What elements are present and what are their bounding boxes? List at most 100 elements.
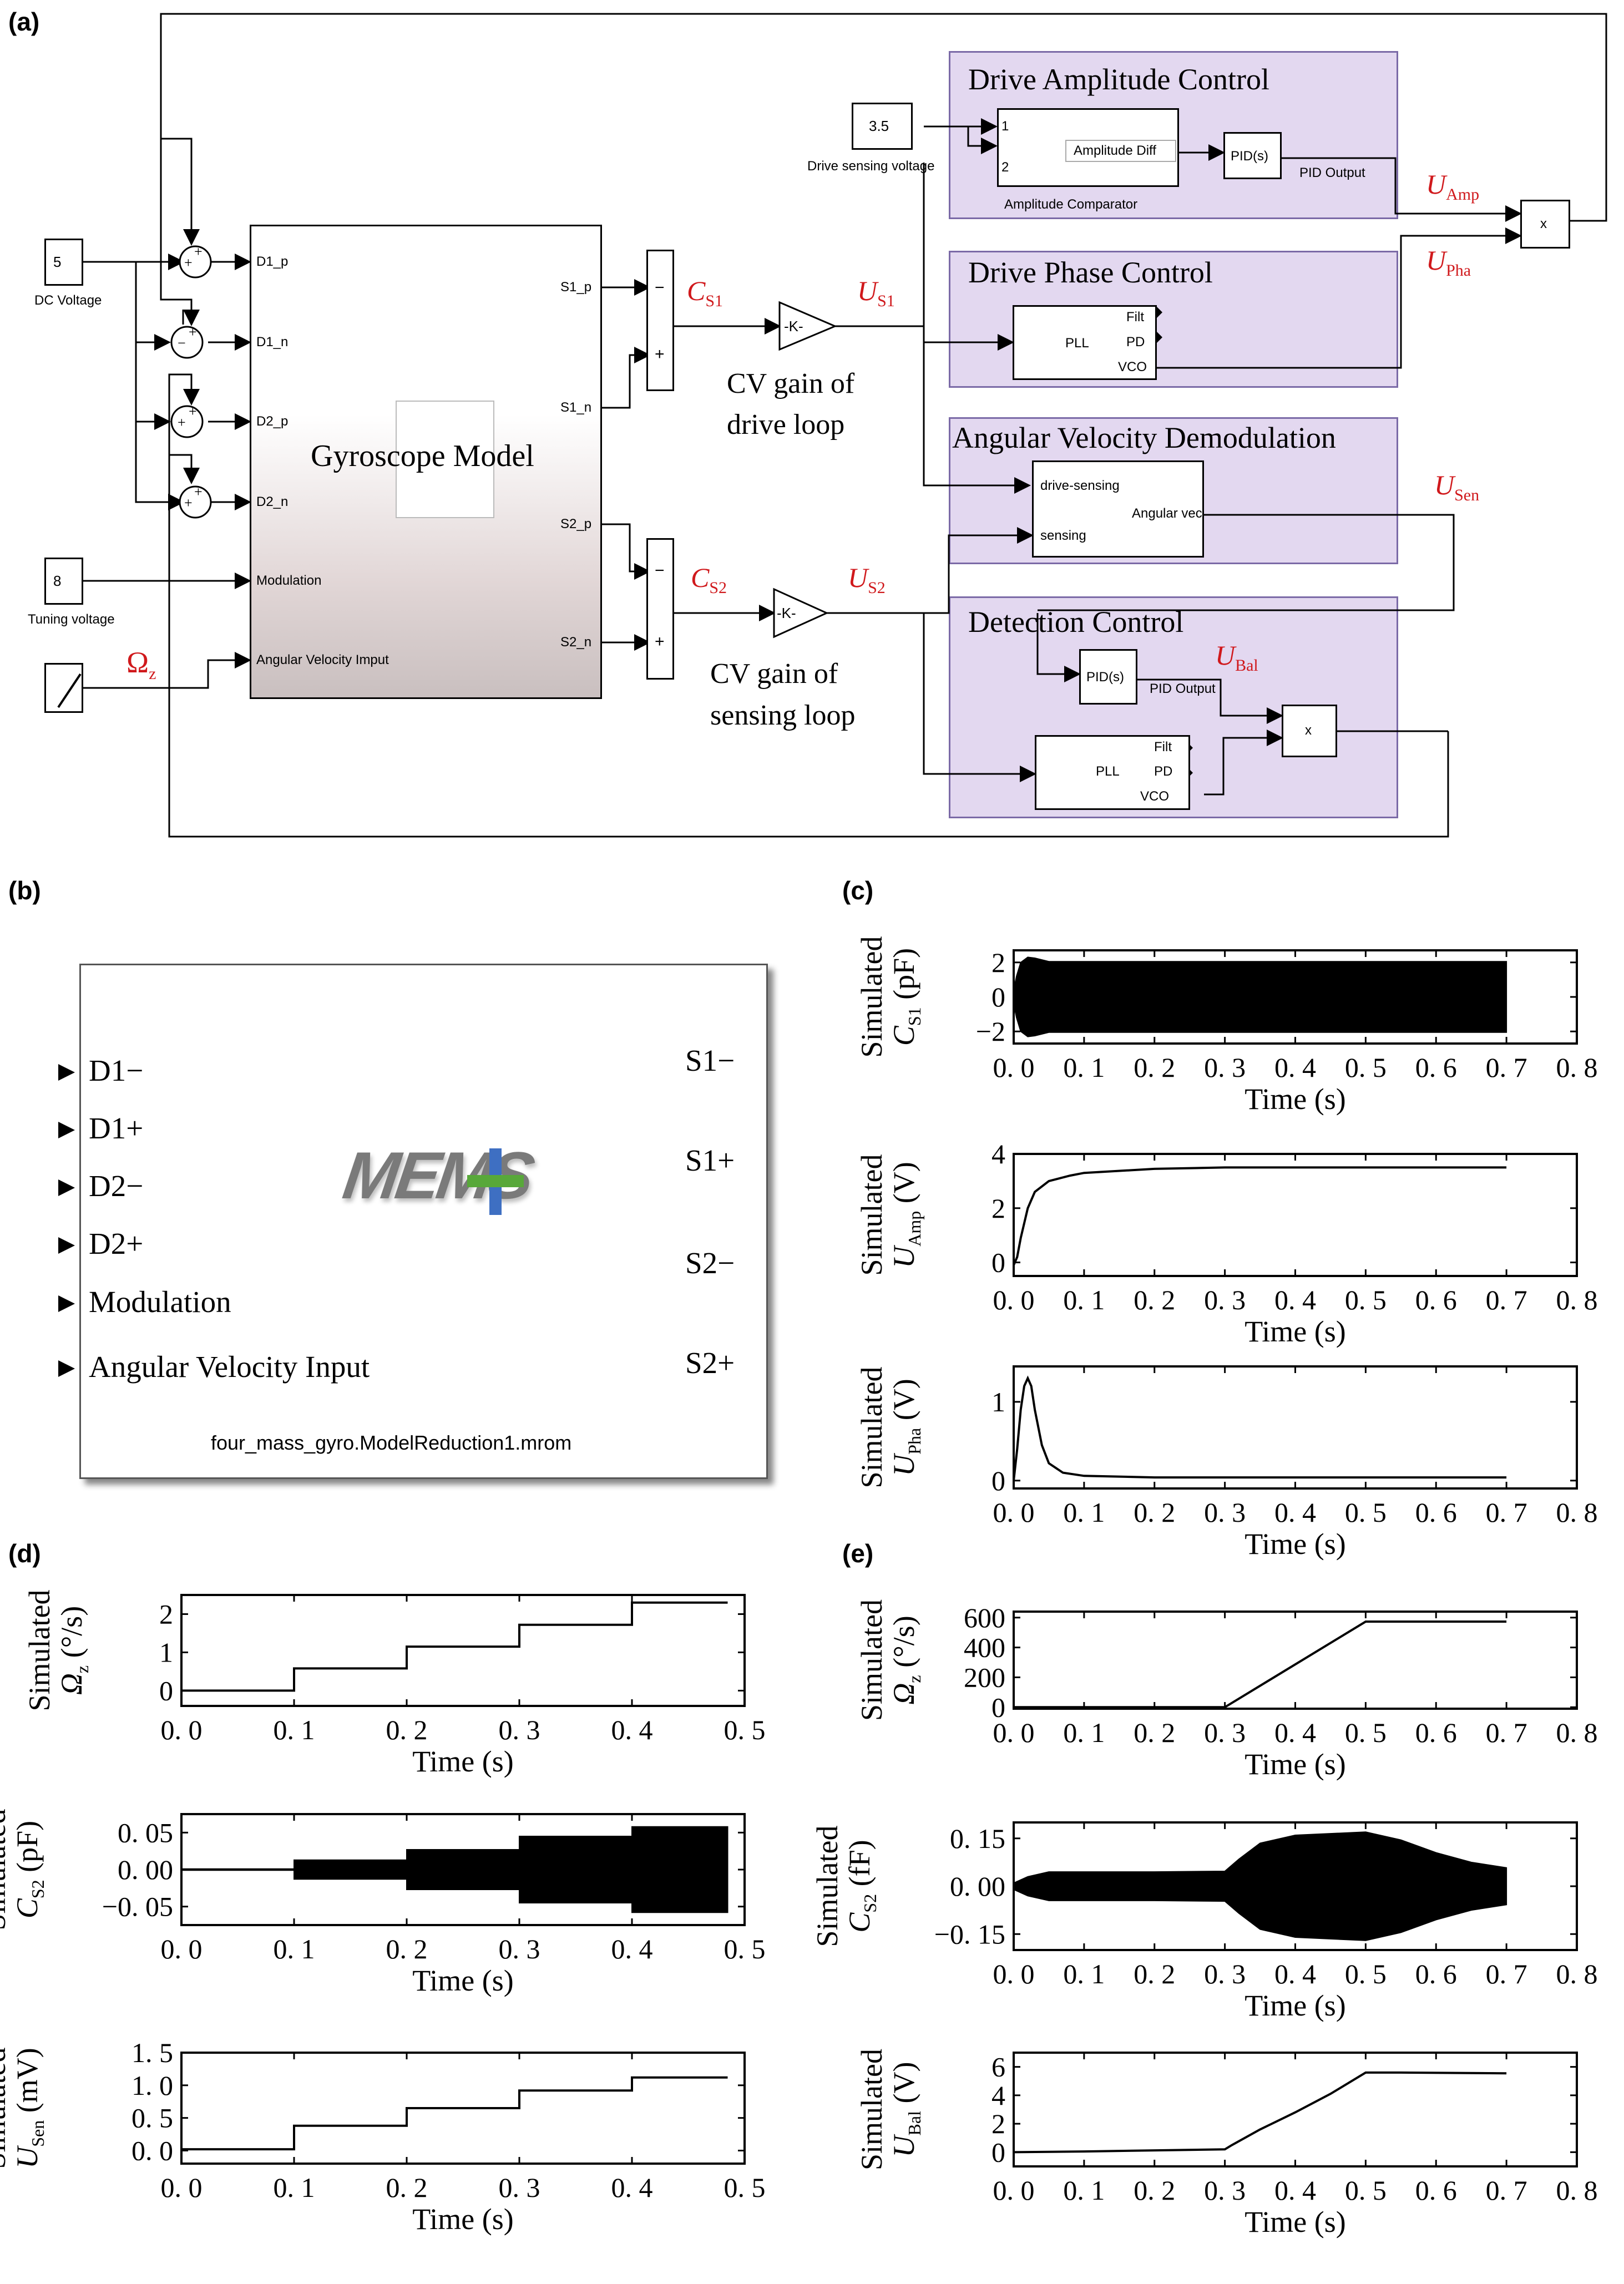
amplitude-diff-box	[1065, 140, 1176, 162]
e3-xtick-label: 0. 6	[1415, 2175, 1457, 2206]
ramp-block[interactable]	[44, 663, 83, 713]
d2-xlabel: Time (s)	[412, 1964, 514, 1997]
cs1-label: CS1	[687, 275, 724, 310]
d3-ytick-label: 1. 0	[131, 2070, 173, 2101]
c3-frame	[1013, 1365, 1578, 1490]
cv-drive-line2: drive loop	[727, 409, 845, 440]
pll-drive-block[interactable]	[1013, 305, 1157, 380]
c3-xtick-label: 0. 4	[1274, 1497, 1316, 1528]
detect-multiplier-block[interactable]	[1282, 705, 1337, 757]
e3-ytick-label: 0	[991, 2136, 1005, 2167]
sense-diff-plus: +	[655, 632, 665, 651]
gyroscope-model-block[interactable]	[250, 225, 602, 699]
gyroscope-model-label: Gyroscope Model	[311, 439, 534, 473]
d3-xtick-label: 0. 2	[386, 2172, 428, 2203]
c3-xtick-label: 0. 7	[1486, 1497, 1527, 1528]
amp-port-1: 1	[1001, 119, 1009, 134]
e1-xtick-label: 0. 4	[1274, 1717, 1316, 1748]
sense-diff-block[interactable]	[646, 538, 674, 680]
c3-xtick-label: 0. 0	[993, 1497, 1035, 1528]
c2-xtick-label: 0. 1	[1063, 1284, 1105, 1315]
c1-xlabel: Time (s)	[1244, 1082, 1346, 1116]
e2-xtick-label: 0. 7	[1486, 1958, 1527, 1989]
c1-ylabel-line1: Simulated	[855, 936, 888, 1058]
mems-gyro-block[interactable]	[79, 964, 768, 1479]
c2-xtick-label: 0. 2	[1134, 1284, 1175, 1315]
mems-port-s1-minus: S1−	[685, 1044, 735, 1077]
d2-xtick-label: 0. 0	[161, 1933, 203, 1964]
mems-port-modulation: Modulation	[89, 1285, 231, 1319]
svg-text:+: +	[184, 255, 193, 271]
c1-xtick-label: 0. 8	[1556, 1052, 1598, 1083]
d1-xtick-label: 0. 3	[499, 1714, 540, 1745]
pid-drive-block[interactable]	[1223, 132, 1282, 179]
mems-port-d1-plus: D1+	[89, 1111, 144, 1145]
c2-ytick-label: 2	[991, 1193, 1005, 1224]
e3-series-line	[1013, 2071, 1507, 2154]
pll-sense-pd: PD	[1154, 764, 1173, 779]
d1-xtick-label: 0. 2	[386, 1714, 428, 1745]
e3-xtick-label: 0. 5	[1345, 2175, 1387, 2206]
c3-xtick-label: 0. 5	[1345, 1497, 1387, 1528]
drive-multiplier-block[interactable]	[1520, 200, 1570, 249]
svg-text:−: −	[178, 335, 186, 351]
e3-frame	[1013, 2052, 1578, 2167]
pid-drive-output: PID Output	[1299, 165, 1365, 180]
pll-sense-block[interactable]	[1035, 735, 1190, 810]
c1-xtick-label: 0. 3	[1204, 1052, 1246, 1083]
c3-ytick-label: 1	[991, 1386, 1005, 1417]
pid-detect-output: PID Output	[1150, 681, 1216, 696]
e1-frame	[1013, 1611, 1578, 1710]
e2-ytick-label: −0. 15	[934, 1918, 1005, 1949]
d1-xtick-label: 0. 0	[161, 1714, 203, 1745]
e1-ylabel-line1: Simulated	[855, 1599, 888, 1721]
e1-xtick-label: 0. 8	[1556, 1717, 1598, 1748]
c1-xtick-label: 0. 2	[1134, 1052, 1175, 1083]
c3-series-line	[1013, 1375, 1507, 1481]
d3-series-line	[181, 2076, 728, 2151]
e3-ytick-label: 2	[991, 2108, 1005, 2139]
amplitude-diff-label: Amplitude Diff	[1074, 143, 1156, 158]
mems-port-angular: Angular Velocity Input	[89, 1350, 370, 1384]
pll-sense-vco: VCO	[1140, 789, 1170, 804]
gyro-model-icon	[396, 401, 494, 518]
d1-xlabel: Time (s)	[412, 1745, 514, 1778]
angular-demod-block[interactable]	[1032, 460, 1204, 558]
ang-demod-title: Angular Velocity Demodulation	[952, 421, 1336, 454]
d3-ylabel-line2: USen (mV)	[11, 2048, 48, 2168]
e2-xtick-label: 0. 5	[1345, 1958, 1387, 1989]
tuning-voltage-label: Tuning voltage	[28, 612, 115, 627]
d3-ytick-label: 0. 0	[131, 2135, 173, 2166]
e2-xtick-label: 0. 6	[1415, 1958, 1457, 1989]
svg-text:+: +	[189, 403, 197, 419]
d3-ylabel-line1: Simulated	[0, 2048, 12, 2169]
pll-drive-filt: Filt	[1126, 310, 1144, 325]
pid-detect-block[interactable]	[1079, 649, 1137, 705]
e3-xtick-label: 0. 0	[993, 2175, 1035, 2206]
tuning-voltage-block[interactable]	[44, 558, 83, 605]
c3-xtick-label: 0. 6	[1415, 1497, 1457, 1528]
mems-filename: four_mass_gyro.ModelReduction1.mrom	[211, 1431, 572, 1454]
gyro-input-d1p: D1_p	[256, 254, 289, 269]
c1-ylabel-line2: CS1 (pF)	[887, 948, 924, 1046]
drive-sensing-const[interactable]	[852, 103, 913, 150]
dc-voltage-block[interactable]	[44, 239, 83, 286]
c2-xtick-label: 0. 5	[1345, 1284, 1387, 1315]
detect-title: Detection Control	[968, 605, 1184, 639]
svg-text:+: +	[178, 414, 186, 431]
cs2-label: CS2	[691, 562, 727, 597]
mems-port-s1-plus: S1+	[685, 1143, 735, 1177]
upha-label: UPha	[1426, 245, 1471, 280]
d3-xlabel: Time (s)	[412, 2202, 514, 2236]
us2-label: US2	[848, 562, 886, 597]
drive-diff-block[interactable]	[646, 250, 674, 391]
e1-ytick-label: 200	[964, 1662, 1005, 1693]
e1-xtick-label: 0. 6	[1415, 1717, 1457, 1748]
e2-xtick-label: 0. 4	[1274, 1958, 1316, 1989]
d1-ylabel-line1: Simulated	[23, 1590, 56, 1711]
d2-ytick-label: −0. 05	[102, 1891, 173, 1922]
d2-xtick-label: 0. 1	[274, 1933, 315, 1964]
c3-xtick-label: 0. 3	[1204, 1497, 1246, 1528]
drive-phase-title: Drive Phase Control	[968, 256, 1213, 289]
e2-xtick-label: 0. 1	[1063, 1958, 1105, 1989]
